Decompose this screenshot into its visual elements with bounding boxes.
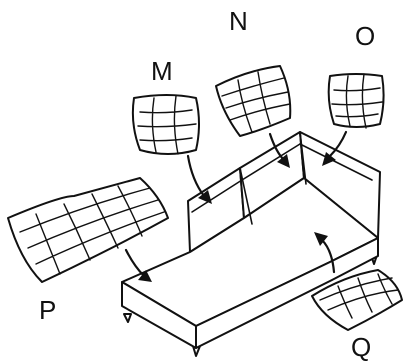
label-p: P bbox=[39, 295, 56, 325]
back-bolster-seam-1 bbox=[191, 179, 243, 213]
cushion-m bbox=[131, 94, 200, 155]
center-divider bbox=[239, 167, 253, 225]
label-o: O bbox=[355, 21, 375, 51]
arrow-o bbox=[322, 130, 348, 166]
arrow-q bbox=[314, 232, 336, 274]
cushion-p bbox=[7, 177, 169, 283]
back-bolster-seam-2 bbox=[241, 143, 301, 181]
arm-divider bbox=[299, 131, 307, 185]
arm-inner-seam bbox=[299, 143, 373, 181]
label-m: M bbox=[151, 56, 173, 86]
label-n: N bbox=[229, 6, 248, 36]
label-q: Q bbox=[351, 332, 371, 362]
arrow-m bbox=[186, 154, 212, 204]
cushion-n bbox=[215, 65, 292, 137]
cushion-o bbox=[327, 73, 385, 129]
sofa-base bbox=[121, 131, 381, 357]
cushion-q bbox=[311, 269, 403, 331]
leg-front-left bbox=[123, 313, 132, 323]
arrow-p bbox=[124, 248, 152, 282]
arrow-n bbox=[268, 132, 290, 168]
